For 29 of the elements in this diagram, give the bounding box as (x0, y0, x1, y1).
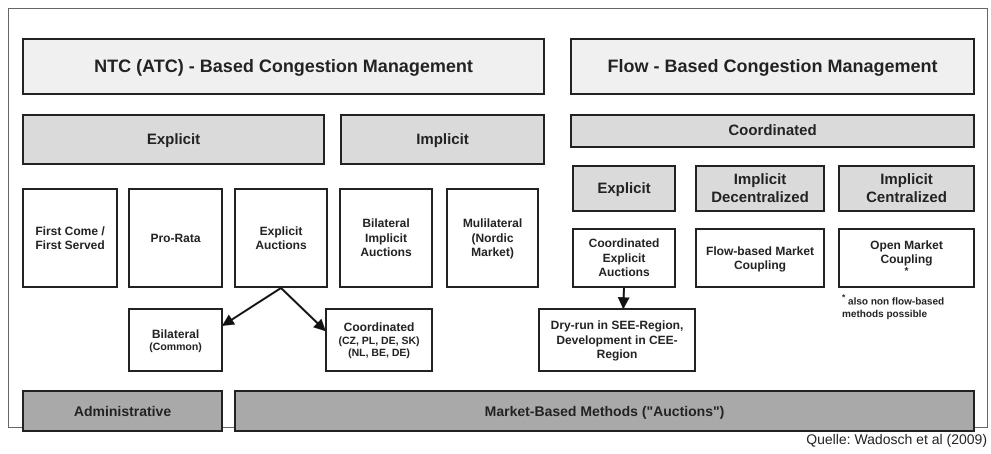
source-caption: Quelle: Wadosch et al (2009) (806, 431, 987, 447)
node-title: Coordinated (344, 320, 414, 335)
arrow (222, 287, 282, 326)
arrow (618, 288, 630, 310)
footnote: $^{*}$ also non flow-based methods possible (842, 292, 946, 322)
type-box: Coordinated (570, 114, 975, 148)
base-bar: Administrative (22, 390, 223, 432)
category-header: Flow - Based Congestion Management (570, 38, 975, 95)
method-box: Flow-based Market Coupling (695, 228, 825, 288)
method-box: Bilateral Implicit Auctions (339, 188, 433, 288)
node-subtitle: (Common) (149, 340, 202, 354)
method-box: First Come / First Served (22, 188, 118, 288)
method-box: Explicit Auctions (234, 188, 328, 288)
category-header: NTC (ATC) - Based Congestion Management (22, 38, 545, 95)
arrow (280, 287, 326, 332)
type-box: Implicit (340, 114, 545, 165)
node-subtitle: (CZ, PL, DE, SK) (NL, BE, DE) (337, 334, 421, 360)
type-box: Implicit Centralized (838, 165, 975, 212)
method-box: Coordinated Explicit Auctions (572, 228, 676, 288)
node-title: Bilateral (152, 326, 200, 341)
method-box (128, 308, 223, 372)
type-box: Explicit (22, 114, 325, 165)
method-box: Pro-Rata (128, 188, 223, 288)
type-box: Implicit Decentralized (695, 165, 825, 212)
method-box (325, 308, 433, 372)
method-box: Mulilateral (Nordic Market) (446, 188, 539, 288)
method-box: Dry-run in SEE-Region, Development in CEE-Region (538, 308, 696, 372)
base-bar: Market-Based Methods ("Auctions") (234, 390, 975, 432)
type-box: Explicit (572, 165, 676, 212)
